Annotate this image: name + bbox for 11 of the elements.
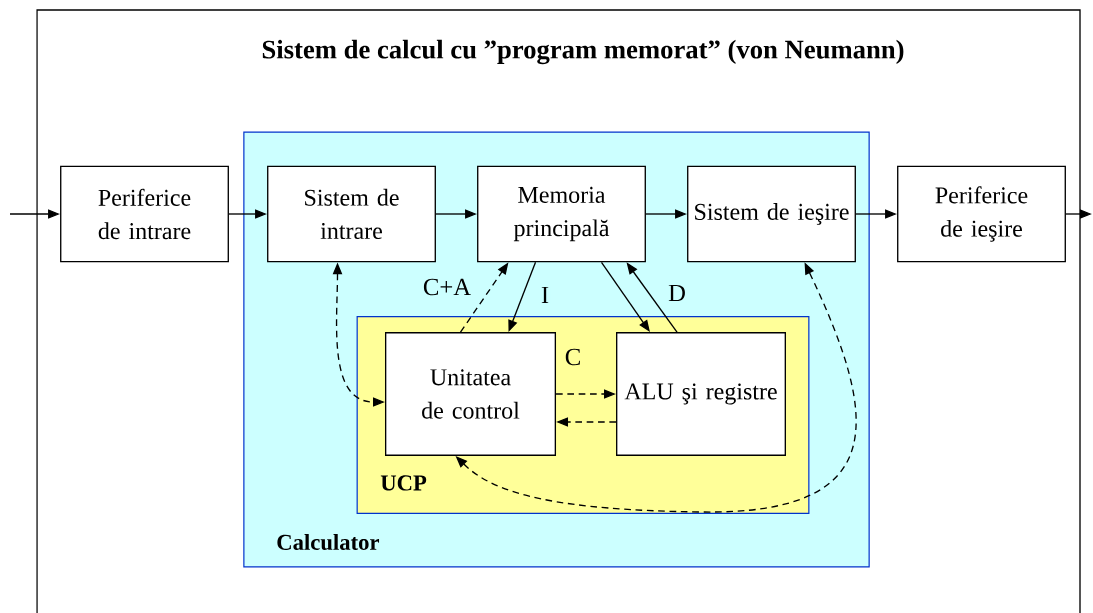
title: Sistem de calcul cu ”program memorat” (von Neumann) <box>262 39 904 65</box>
process-box: Sistem de ieşire <box>687 165 856 263</box>
process-box: ALU şi registre <box>616 332 786 456</box>
edge-label: C <box>563 347 583 367</box>
edge-label: C+A <box>421 277 473 297</box>
process-box: Sistem de intrare <box>267 165 436 263</box>
process-box: Memoria principală <box>477 165 646 263</box>
process-box: Unitatea de control <box>385 332 556 456</box>
edge-label: I <box>539 285 551 305</box>
process-box: Periferice de intrare <box>60 165 229 263</box>
process-box: Periferice de ieşire <box>897 165 1066 263</box>
